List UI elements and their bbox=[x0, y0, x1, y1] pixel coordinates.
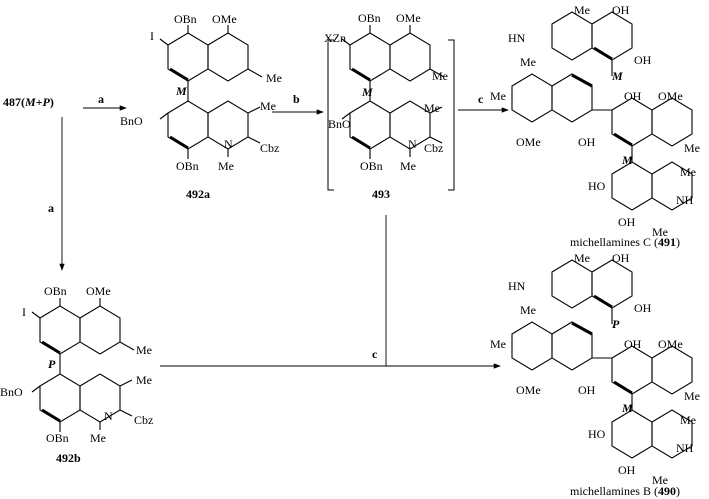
492a-me-naph: Me bbox=[266, 71, 282, 85]
493-xzn: XZn bbox=[324, 31, 346, 45]
491-oh-mid: OH bbox=[624, 89, 642, 103]
491-oh-2: OH bbox=[634, 53, 652, 67]
490-me-top: Me bbox=[574, 251, 590, 265]
490-ome-left: OMe bbox=[516, 383, 541, 397]
492a-obn-bottom: OBn bbox=[176, 159, 199, 173]
reagent-b-label: b bbox=[293, 92, 300, 106]
492b-ome: OMe bbox=[86, 284, 111, 298]
492b-iodo: I bbox=[22, 305, 26, 319]
493-cbz: Cbz bbox=[424, 141, 443, 155]
492b-me-naph: Me bbox=[136, 343, 152, 357]
492b-obn: OBn bbox=[44, 284, 67, 298]
490-me-last: Me bbox=[652, 473, 668, 487]
492a-iodo: I bbox=[150, 29, 154, 43]
492b-me-1: Me bbox=[90, 431, 106, 445]
492b-axis-p: P bbox=[48, 357, 56, 371]
490-oh-left: OH bbox=[578, 383, 596, 397]
492b-cbz: Cbz bbox=[134, 413, 153, 427]
492a-n: N bbox=[224, 137, 233, 151]
493-obn-bottom: OBn bbox=[360, 159, 383, 173]
compound-number-493: 493 bbox=[372, 187, 390, 201]
491-me-bottom: Me bbox=[680, 165, 696, 179]
reagent-c-label-top: c bbox=[478, 92, 484, 106]
491-me-3: Me bbox=[520, 55, 536, 69]
490-oh-mid: OH bbox=[624, 337, 642, 351]
491-ome-left: OMe bbox=[516, 135, 541, 149]
493-me-naph: Me bbox=[432, 69, 448, 83]
compound-number-492b: 492b bbox=[56, 451, 81, 465]
490-me-bottom: Me bbox=[680, 413, 696, 427]
492b-bno: BnO bbox=[0, 385, 23, 399]
491-ome-right: OMe bbox=[658, 89, 683, 103]
reagent-a-label-down: a bbox=[48, 201, 54, 215]
492b-me-3: Me bbox=[136, 373, 152, 387]
490-ome-right: OMe bbox=[658, 337, 683, 351]
492b-n: N bbox=[104, 409, 113, 423]
491-axis-m-top: M bbox=[611, 69, 623, 83]
491-me-top: Me bbox=[574, 3, 590, 17]
491-me-naph-left: Me bbox=[490, 89, 506, 103]
493-axis-m: M bbox=[361, 85, 373, 99]
492a-axis-m: M bbox=[175, 84, 187, 98]
compound-number-492a: 492a bbox=[186, 187, 210, 201]
492b-obn-bottom: OBn bbox=[46, 431, 69, 445]
491-nh: NH bbox=[676, 193, 694, 207]
490-axis-m: M bbox=[621, 401, 633, 415]
compound-name-490: michellamines B (490) bbox=[570, 484, 680, 498]
492a-bno: BnO bbox=[120, 114, 143, 128]
492a-cbz: Cbz bbox=[260, 141, 279, 155]
491-hn: HN bbox=[508, 31, 526, 45]
490-oh-bottom: OH bbox=[618, 463, 636, 477]
bracket-left bbox=[327, 39, 334, 191]
493-me-1: Me bbox=[400, 159, 416, 173]
bracket-right bbox=[448, 39, 455, 191]
491-oh-left: OH bbox=[578, 135, 596, 149]
490-me-naph-right: Me bbox=[684, 389, 700, 403]
490-oh-2: OH bbox=[634, 301, 652, 315]
493-obn: OBn bbox=[358, 11, 381, 25]
493-bno: BnO bbox=[328, 117, 351, 131]
491-me-naph-right: Me bbox=[684, 141, 700, 155]
compound-491 bbox=[511, 11, 693, 211]
491-oh-top: OH bbox=[612, 3, 630, 17]
490-ho: HO bbox=[588, 427, 606, 441]
490-hn: HN bbox=[508, 279, 526, 293]
compound-492b bbox=[31, 298, 136, 432]
490-me-naph-left: Me bbox=[490, 337, 506, 351]
491-me-last: Me bbox=[652, 225, 668, 239]
reagent-a-label: a bbox=[98, 92, 104, 106]
492a-me-1: Me bbox=[218, 159, 234, 173]
492a-ome: OMe bbox=[212, 12, 237, 26]
reagent-c-label-bottom: c bbox=[372, 347, 378, 361]
493-me-3: Me bbox=[424, 101, 440, 115]
493-ome: OMe bbox=[396, 11, 421, 25]
491-ho: HO bbox=[588, 179, 606, 193]
491-oh-bottom: OH bbox=[618, 215, 636, 229]
490-oh-top: OH bbox=[612, 251, 630, 265]
compound-492a bbox=[159, 25, 264, 159]
491-axis-m-bottom: M bbox=[621, 153, 633, 167]
492a-obn: OBn bbox=[174, 12, 197, 26]
492a-me-3: Me bbox=[260, 99, 276, 113]
start-compound-number: 487(M+P) bbox=[3, 95, 54, 109]
compound-493 bbox=[341, 25, 446, 159]
compound-490 bbox=[511, 259, 693, 459]
compound-name-491: michellamines C (491) bbox=[570, 235, 680, 249]
490-axis-p: P bbox=[612, 317, 620, 331]
490-nh: NH bbox=[676, 441, 694, 455]
490-me-3: Me bbox=[520, 303, 536, 317]
493-n: N bbox=[408, 137, 417, 151]
